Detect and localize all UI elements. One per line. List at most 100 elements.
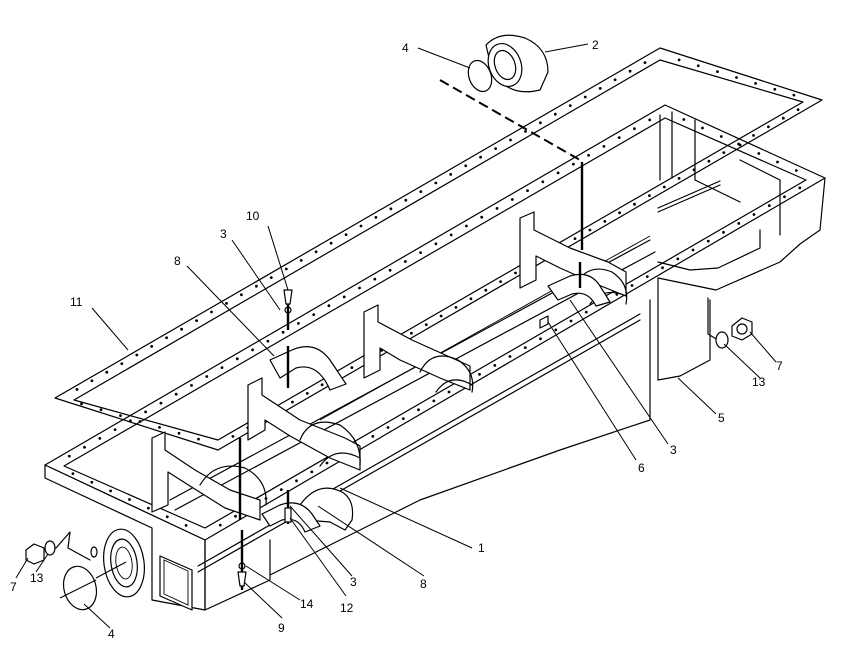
callout-2: 2 [592,38,599,52]
gasket-bolt-hole [314,250,318,254]
gasket-bolt-hole [454,306,458,309]
bearing-support-front [151,431,267,521]
flange-bolt-hole [648,118,652,122]
elbow-fitting [485,34,549,93]
gasket-bolt-hole [320,383,324,387]
gasket-bolt-hole [662,185,666,189]
callout-5: 5 [718,411,725,425]
flange-bolt-hole [251,348,255,352]
flange-bolt-hole [478,372,481,376]
flange-bolt-hole [295,479,298,483]
gasket-bolt-hole [792,93,796,97]
gasket-bolt-hole [150,345,154,348]
callout-4-bottom: 4 [108,627,115,641]
gasket-bolt-hole [716,70,719,73]
flange-bolt-hole [234,514,237,518]
flange-bolt-hole [71,472,75,475]
gasket-bolt-hole [464,164,468,168]
gasket-bolt-hole [439,314,443,318]
flange-bolt-hole [128,498,131,501]
gasket-bolt-hole [696,64,700,68]
gasket-bolt-hole [389,207,393,211]
gasket-bolt-hole [359,224,363,228]
gasket-bolt-hole [350,366,354,369]
gasket-bolt-hole [284,267,288,271]
gasket-bolt-hole [120,362,124,365]
flange-bolt-hole [401,417,405,420]
flange-bolt-hole [722,230,725,234]
gasket-bolt-hole [539,121,542,125]
flange-bolt-hole [465,224,468,228]
flange-bolt-hole [67,454,71,458]
flange-bolt-hole [358,286,361,290]
flange-bolt-hole [419,251,422,255]
flange-bolt-hole [738,143,742,147]
drain-plug-right [707,297,753,349]
flange-bolt-hole [113,428,117,431]
flange-bolt-hole [403,260,407,263]
flange-bolt-hole [417,408,420,412]
flange-bolt-hole [676,257,680,261]
flange-bolt-hole [371,435,375,438]
gasket-bolt-hole [329,241,333,245]
flange-bolt-hole [794,169,798,172]
flange-bolt-hole [767,204,771,208]
explode-lines [59,79,584,599]
gasket-bolt-hole [677,177,681,180]
gasket-bolt-hole [573,237,577,241]
flange-bolt-hole [90,480,94,484]
flange-bolt-hole [633,127,636,131]
gasket-bolt-hole [735,76,738,79]
flange-bolt-hole [449,233,453,237]
callout-10: 10 [246,209,260,223]
gasket-bolt-hole [568,104,572,107]
callout-9: 9 [278,621,285,635]
flange-bolt-hole [129,419,132,423]
flange-bolt-hole [279,488,283,491]
flange-bolt-hole [541,180,545,184]
gasket-bolt-hole [158,426,161,429]
gasket-bolt-hole [434,181,438,185]
gasket-bolt-hole [773,87,777,91]
flange-bolt-hole [174,392,178,396]
gasket-bolt-hole [754,82,757,85]
callout-3-lower: 3 [350,575,357,589]
gasket-bolt-hole [255,284,258,288]
gasket-bolt-hole [305,392,309,395]
flange-bolt-hole [526,189,529,193]
gasket-bolt-hole [618,211,621,215]
flange-bolt-hole [266,339,270,343]
bearing-cap-upper [269,346,347,391]
gasket-bolt-hole [180,327,184,331]
flange-bolt-hole [220,366,224,369]
flange-bolt-hole [98,437,102,440]
flange-bolt-hole [388,268,392,272]
flange-bolt-hole [701,126,704,130]
gasket-bolt-hole [553,112,557,116]
flange-bolt-hole [184,524,188,527]
flange-bolt-hole [539,337,542,341]
callout-3-upper: 3 [220,227,227,241]
callout-13-left: 13 [30,571,44,585]
gasket-bolt-hole [410,331,413,335]
gasket-bolt-hole [677,58,681,62]
drain-plug-left [25,531,98,565]
flange-bolt-hole [342,295,346,299]
callout-14: 14 [300,597,314,611]
callout-4-top: 4 [402,41,409,55]
gasket-bolt-hole [494,147,497,151]
flange-bolt-hole [587,153,590,157]
gasket-bolt-hole [643,61,647,64]
gasket-bolt-hole [781,116,785,120]
gasket-bolt-hole [583,95,587,99]
gasket-bolt-hole [105,370,109,374]
gasket-bolt-hole [628,69,632,73]
flange-bolt-hole [325,461,329,465]
flange-bolt-hole [783,195,786,199]
gasket-bolt-hole [119,414,122,417]
flange-bolt-hole [205,375,209,378]
flange-bolt-hole [556,171,560,175]
gasket-bolt-hole [767,125,770,129]
gasket-bolt-hole [75,388,79,391]
callout-7-left: 7 [10,580,17,594]
